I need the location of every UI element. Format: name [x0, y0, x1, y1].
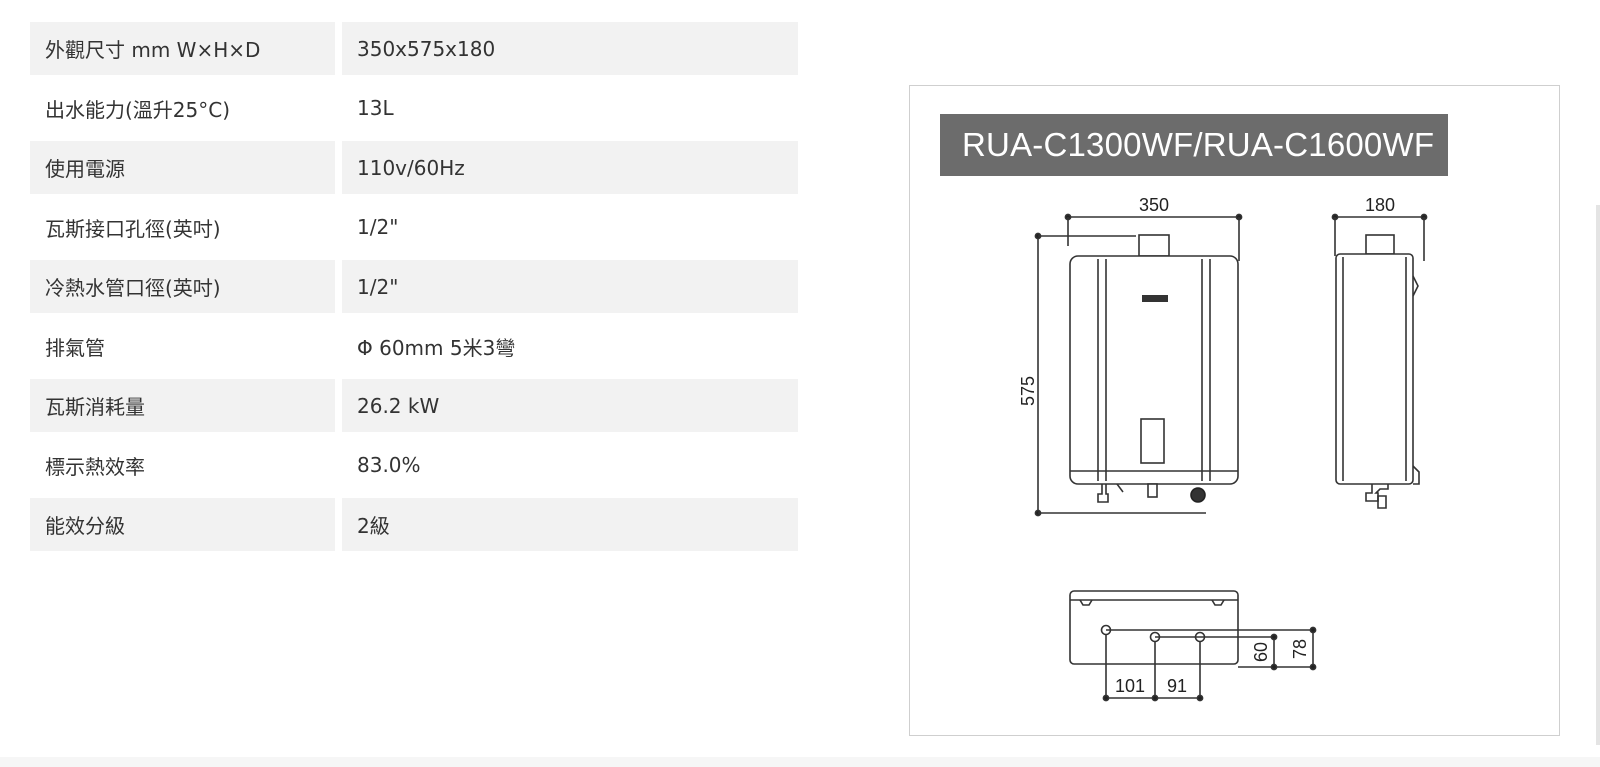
- spec-row: 標示熱效率 83.0%: [30, 439, 798, 492]
- side-view: [1331, 213, 1428, 509]
- front-view: [1034, 213, 1243, 517]
- dim-pipe-depth-1-label: 60: [1251, 642, 1271, 662]
- scroll-edge: [1596, 205, 1600, 745]
- spec-row: 瓦斯接口孔徑(英吋) 1/2": [30, 201, 798, 254]
- spec-value: Φ 60mm 5米3彎: [357, 335, 516, 360]
- dim-depth-label: 180: [1365, 195, 1395, 215]
- footer-divider: [0, 757, 1600, 767]
- spec-row: 排氣管 Φ 60mm 5米3彎: [30, 320, 798, 373]
- dim-height-label: 575: [1018, 376, 1038, 406]
- spec-label: 出水能力(溫升25°C): [45, 97, 231, 122]
- dim-pipe-gap-2-label: 91: [1167, 676, 1187, 696]
- spec-value: 110v/60Hz: [342, 141, 798, 194]
- bottom-view: [1069, 590, 1317, 702]
- spec-value: 2級: [342, 498, 798, 551]
- spec-row: 能效分級 2級: [30, 498, 798, 551]
- spec-row: 瓦斯消耗量 26.2 kW: [30, 379, 798, 432]
- spec-label: 瓦斯接口孔徑(英吋): [45, 216, 221, 241]
- product-drawing: 350 575 180: [909, 85, 1560, 736]
- spec-label: 冷熱水管口徑(英吋): [30, 260, 335, 313]
- spec-row: 出水能力(溫升25°C) 13L: [30, 82, 798, 135]
- spec-label: 瓦斯消耗量: [30, 379, 335, 432]
- spec-label: 排氣管: [45, 335, 105, 360]
- spec-value: 26.2 kW: [342, 379, 798, 432]
- dim-pipe-depth-2-label: 78: [1290, 639, 1310, 659]
- spec-value: 13L: [357, 96, 394, 120]
- dimension-drawing: 350 575 180: [1018, 195, 1428, 702]
- spec-label: 能效分級: [30, 498, 335, 551]
- spec-value: 1/2": [357, 215, 399, 239]
- spec-label: 外觀尺寸 mm W×H×D: [30, 22, 335, 75]
- spec-row: 外觀尺寸 mm W×H×D 350x575x180: [30, 22, 798, 75]
- spec-label: 使用電源: [30, 141, 335, 194]
- spec-label: 標示熱效率: [45, 454, 145, 479]
- model-banner: RUA-C1300WF/RUA-C1600WF: [940, 114, 1448, 176]
- dim-pipe-gap-1-label: 101: [1115, 676, 1145, 696]
- spec-row: 使用電源 110v/60Hz: [30, 141, 798, 194]
- spec-value: 1/2": [342, 260, 798, 313]
- spec-row: 冷熱水管口徑(英吋) 1/2": [30, 260, 798, 313]
- spec-value: 350x575x180: [342, 22, 798, 75]
- dim-width-label: 350: [1139, 195, 1169, 215]
- spec-value: 83.0%: [357, 453, 421, 477]
- spec-table: 外觀尺寸 mm W×H×D 350x575x180 出水能力(溫升25°C) 1…: [30, 22, 798, 558]
